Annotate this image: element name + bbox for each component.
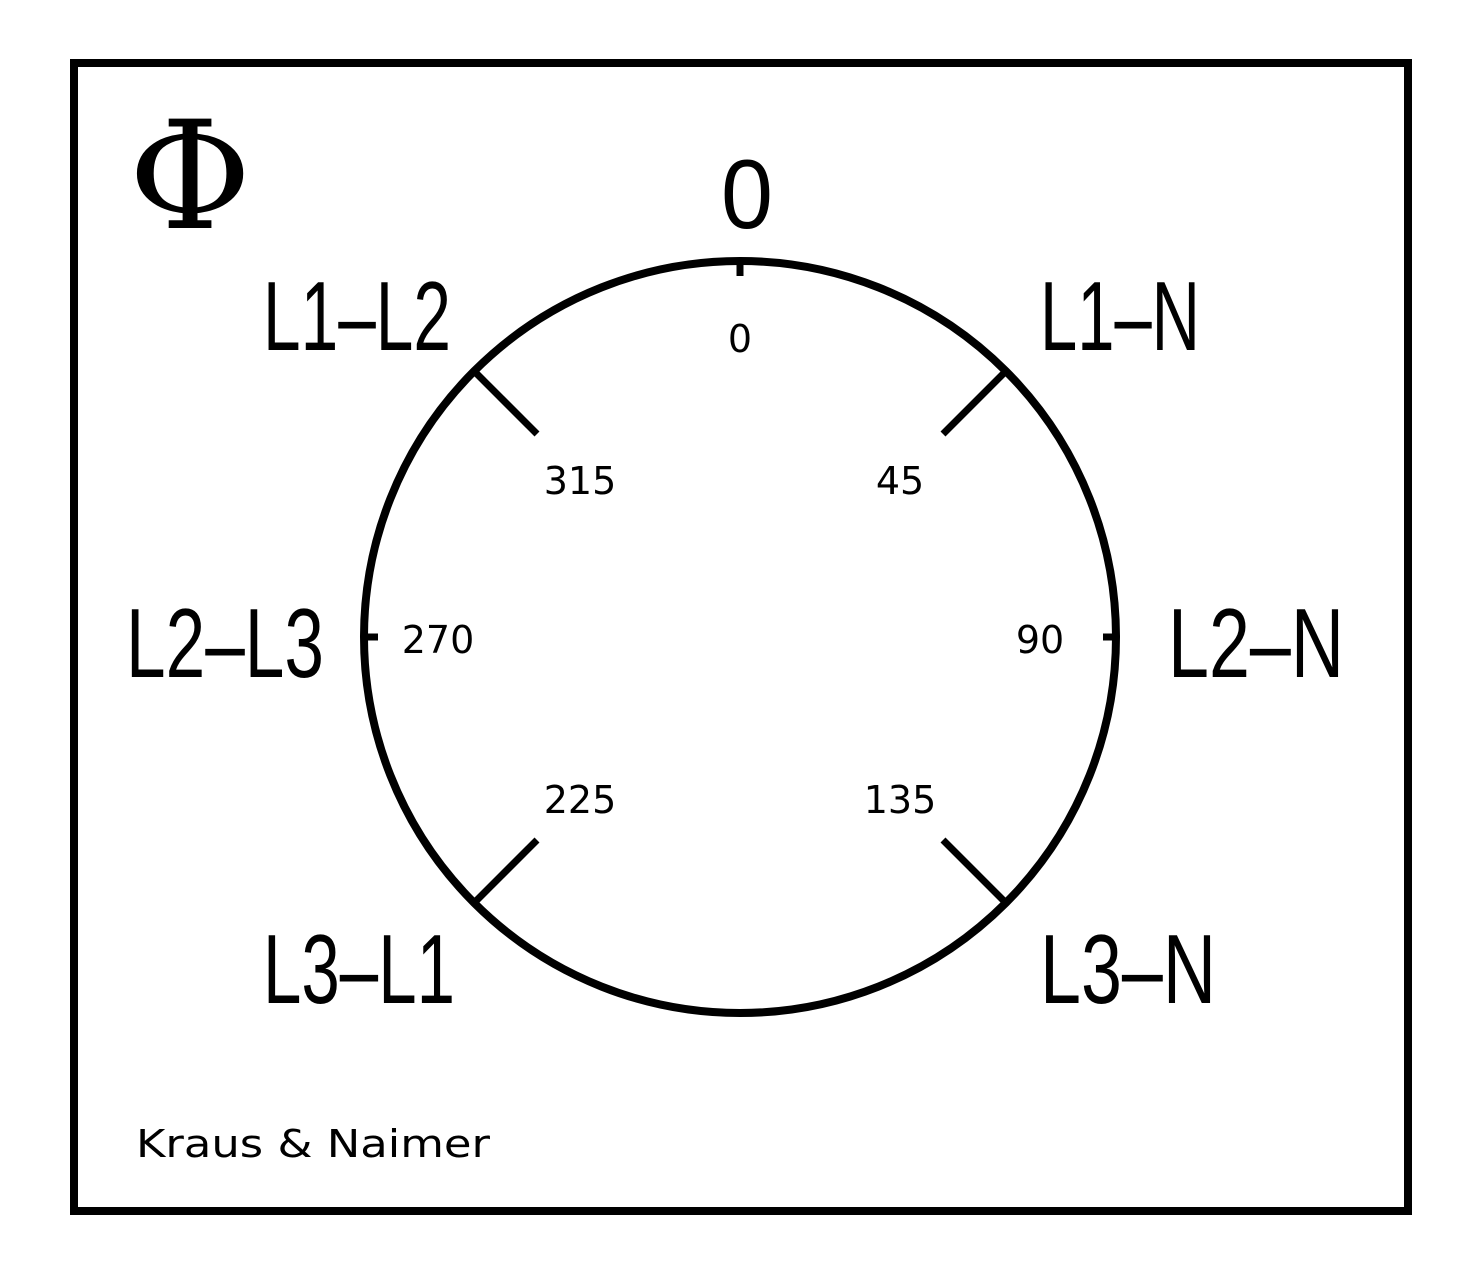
- angle-label-0: 0: [728, 317, 752, 361]
- position-name-l2-l3: L2–L3: [126, 588, 324, 698]
- angle-label-90: 90: [1016, 618, 1064, 662]
- plate-frame: [70, 59, 1412, 1215]
- position-name-l3-l1: L3–L1: [263, 914, 455, 1024]
- position-name-l1-n: L1–N: [1040, 261, 1200, 371]
- angle-label-45: 45: [876, 459, 924, 503]
- brand-label: Kraus & Naimer: [136, 1122, 490, 1166]
- tick-135: [940, 837, 1008, 905]
- phi-icon: Φ: [129, 90, 252, 264]
- tick-225: [472, 837, 540, 905]
- angle-label-315: 315: [544, 459, 617, 503]
- position-name-l3-n: L3–N: [1040, 914, 1216, 1024]
- angle-label-135: 135: [864, 778, 937, 822]
- tick-45: [940, 369, 1008, 437]
- position-name-l1-l2: L1–L2: [263, 261, 451, 371]
- position-name-l2-n: L2–N: [1168, 588, 1344, 698]
- position-name-0: 0: [721, 139, 773, 249]
- tick-315: [472, 369, 540, 437]
- angle-label-225: 225: [544, 778, 617, 822]
- angle-label-270: 270: [402, 618, 475, 662]
